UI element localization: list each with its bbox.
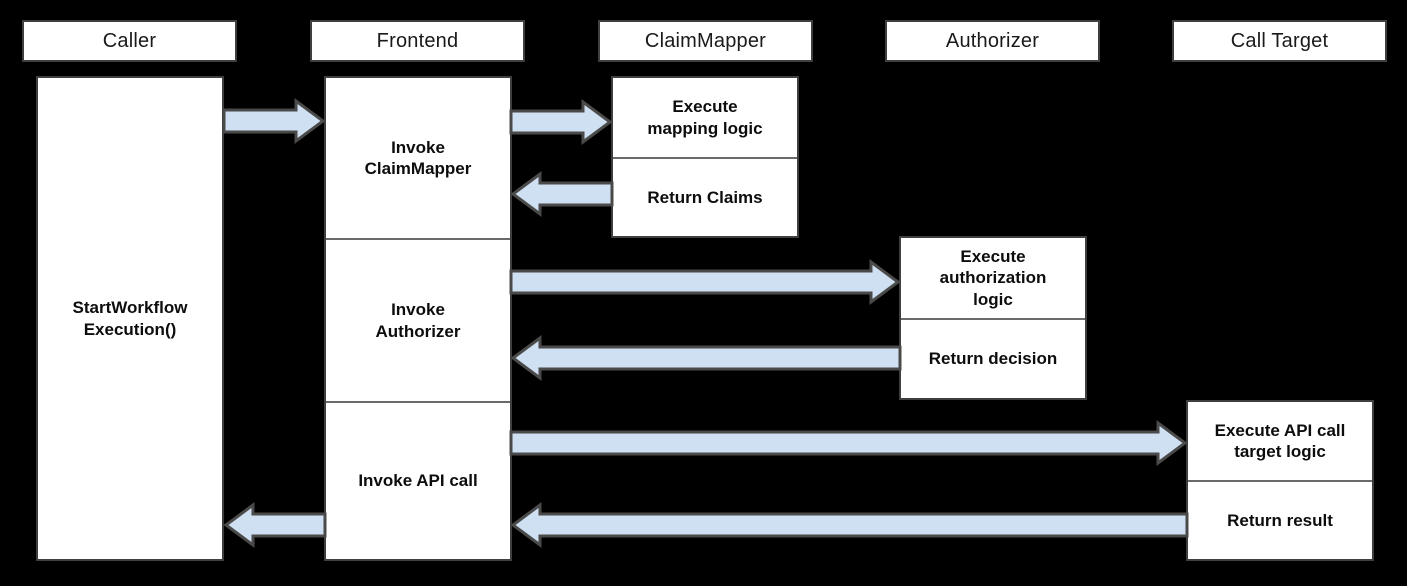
activation-segment-authorizer-return-decision: Return decision (901, 318, 1085, 398)
activation-segment-calltarget-execute-api-call-target-logic: Execute API call target logic (1188, 402, 1372, 480)
activation-segment-claimmapper-return-claims: Return Claims (613, 157, 797, 236)
message-arrow-calltarget-to-frontend[interactable] (510, 502, 1189, 548)
participant-header-claimmapper[interactable]: ClaimMapper (598, 20, 813, 62)
activation-segment-frontend-invoke-authorizer: Invoke Authorizer (326, 238, 510, 401)
activation-calltarget[interactable]: Execute API call target logic Return res… (1186, 400, 1374, 561)
activation-segment-claimmapper-execute-mapping-logic: Execute mapping logic (613, 78, 797, 157)
participant-label: Call Target (1230, 29, 1329, 52)
participant-label: Authorizer (945, 29, 1040, 52)
activation-segment-calltarget-return-result: Return result (1188, 480, 1372, 559)
message-arrow-frontend-to-claimmapper[interactable] (509, 99, 613, 145)
participant-header-caller[interactable]: Caller (22, 20, 237, 62)
message-arrow-frontend-to-calltarget[interactable] (509, 420, 1188, 466)
message-arrow-frontend-to-caller[interactable] (223, 502, 327, 548)
message-arrow-claimmapper-to-frontend[interactable] (510, 171, 614, 217)
participant-label: ClaimMapper (644, 29, 767, 52)
participant-header-calltarget[interactable]: Call Target (1172, 20, 1387, 62)
activation-segment-authorizer-execute-authorization-logic: Execute authorization logic (901, 238, 1085, 318)
message-arrow-authorizer-to-frontend[interactable] (510, 335, 902, 381)
participant-label: Caller (102, 29, 157, 52)
activation-segment-frontend-invoke-claimmapper: Invoke ClaimMapper (326, 78, 510, 238)
message-arrow-caller-to-frontend[interactable] (222, 98, 326, 144)
participant-header-frontend[interactable]: Frontend (310, 20, 525, 62)
activation-authorizer[interactable]: Execute authorization logic Return decis… (899, 236, 1087, 400)
participant-header-authorizer[interactable]: Authorizer (885, 20, 1100, 62)
activation-segment-caller-start: StartWorkflow Execution() (38, 78, 222, 559)
participant-label: Frontend (376, 29, 459, 52)
activation-claimmapper[interactable]: Execute mapping logic Return Claims (611, 76, 799, 238)
message-arrow-frontend-to-authorizer[interactable] (509, 259, 901, 305)
activation-segment-frontend-invoke-api-call: Invoke API call (326, 401, 510, 559)
activation-frontend[interactable]: Invoke ClaimMapper Invoke Authorizer Inv… (324, 76, 512, 561)
activation-caller[interactable]: StartWorkflow Execution() (36, 76, 224, 561)
